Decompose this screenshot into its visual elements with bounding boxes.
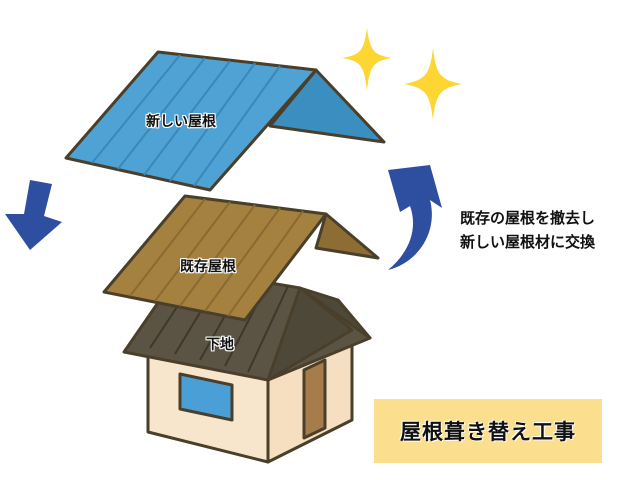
new-roof-label: 新しい屋根: [146, 114, 216, 130]
curved-arrow-up-icon: [388, 165, 442, 270]
diagram-title: 屋根葺き替え工事: [400, 420, 576, 444]
new-roof: [64, 50, 386, 192]
substrate-label: 下地: [206, 337, 234, 353]
existing-roof-label: 既存屋根: [180, 259, 236, 275]
process-caption: 既存の屋根を撤去し 新しい屋根材に交換: [460, 206, 595, 254]
house-body: [146, 328, 354, 464]
existing-roof: [102, 194, 380, 322]
substrate-roof: [122, 266, 372, 382]
arrow-down-left-icon: [5, 180, 62, 250]
door: [302, 358, 327, 440]
caption-line-2: 新しい屋根材に交換: [460, 233, 596, 251]
caption-line-1: 既存の屋根を撤去し: [460, 209, 596, 227]
window: [178, 372, 234, 422]
title-box: 屋根葺き替え工事: [374, 399, 602, 463]
sparkle-icon: [342, 28, 462, 120]
